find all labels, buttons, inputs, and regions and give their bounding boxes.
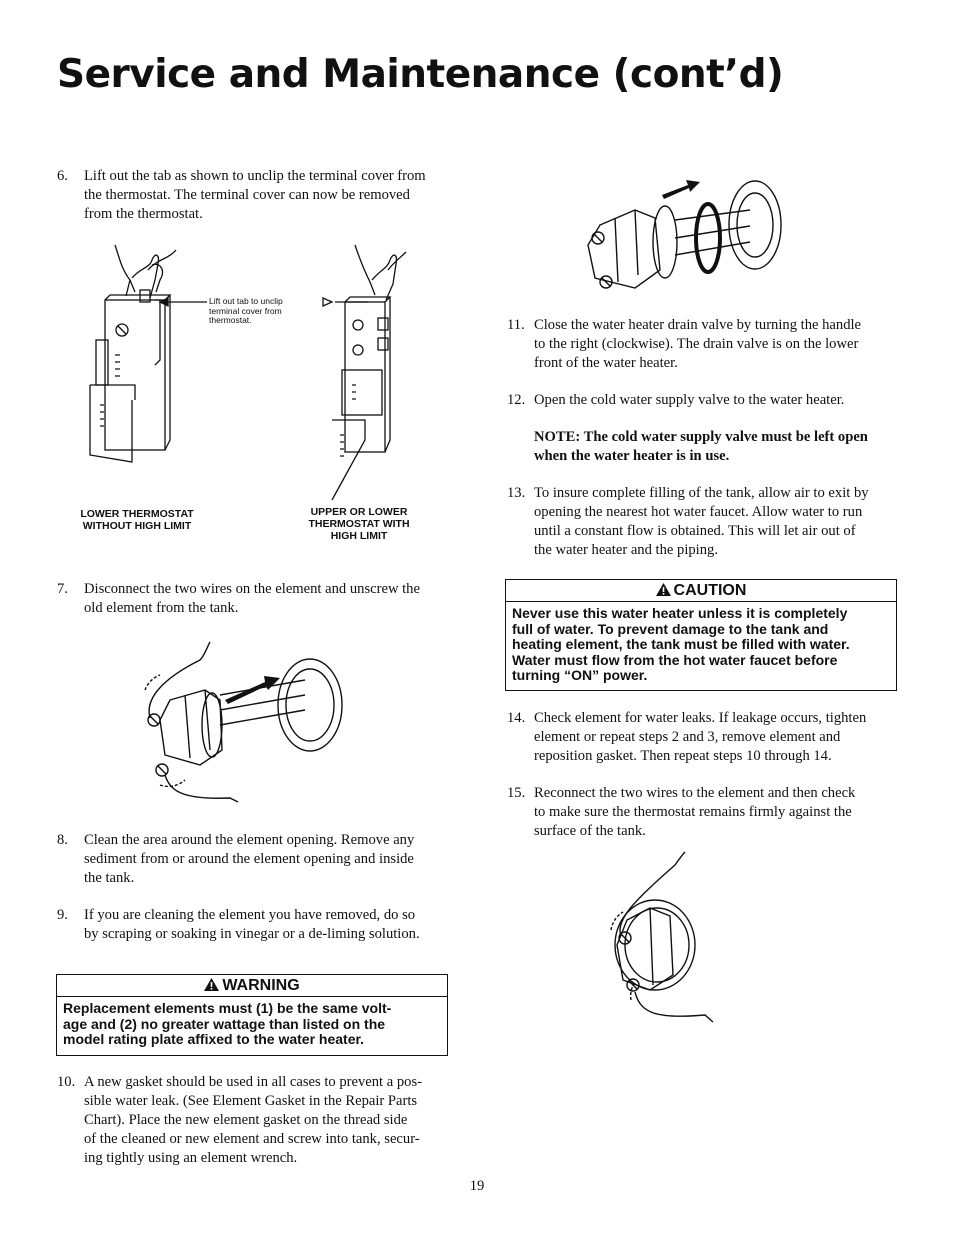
step-line: of the cleaned or new element and screw … [84,1131,420,1147]
step-number: 15. [507,785,526,801]
warning-triangle-icon [204,978,220,991]
step-number: 8. [57,832,68,848]
step-line: sediment from or around the element open… [84,851,414,867]
caution-label: CAUTION [673,582,747,599]
step-line: opening the nearest hot water faucet. Al… [534,504,863,520]
step-number: 7. [57,581,68,597]
step-line: element or repeat steps 2 and 3, remove … [534,729,841,745]
warning-label: WARNING [222,977,300,994]
step-line: ing tightly using an element wrench. [84,1150,298,1166]
step-line: surface of the tank. [534,823,646,839]
warning-header: WARNING [57,975,447,997]
element-removal-illustration [144,641,343,803]
thermostat-callout: Lift out tab to unclip terminal cover fr… [209,296,309,326]
step-number: 12. [507,392,526,408]
step-line: sible water leak. (See Element Gasket in… [84,1093,418,1109]
step-line: Disconnect the two wires on the element … [84,581,420,597]
step-line: Clean the area around the element openin… [84,832,415,848]
caption-lower-thermostat: LOWER THERMOSTAT WITHOUT HIGH LIMIT [62,508,212,532]
step-line: from the thermostat. [84,206,203,222]
caution-line: Never use this water heater unless it is… [512,605,848,621]
note-line: NOTE: The cold water supply valve must b… [534,429,868,445]
step-line: the water heater and the piping. [534,542,718,558]
step-line: reposition gasket. Then repeat steps 10 … [534,748,832,764]
caution-line: Water must flow from the hot water fauce… [512,651,838,668]
step-line: Close the water heater drain valve by tu… [534,317,862,333]
callout-line: Lift out tab to unclip [209,296,283,306]
caption-upper-or-lower-thermostat: UPPER OR LOWER THERMOSTAT WITH HIGH LIMI… [284,506,434,542]
step-line: Open the cold water supply valve to the … [534,392,845,408]
step-line: Chart). Place the new element gasket on … [84,1112,408,1128]
warning-text: Replacement elements must (1) be the sam… [57,997,447,1052]
step-number: 11. [507,317,525,333]
warning-line: age and (2) no greater wattage than list… [63,1015,386,1032]
thermostat-illustration [89,244,407,501]
warning-box: WARNING Replacement elements must (1) be… [56,974,448,1056]
page-number: 19 [469,1178,485,1194]
page-title: Service and Maintenance (cont’d) [57,52,784,97]
caution-line: heating element, the tank must be filled… [512,636,850,652]
caution-line: turning “ON” power. [512,667,648,683]
caption-line: UPPER OR LOWER [310,506,408,518]
warning-line: Replacement elements must (1) be the sam… [63,1000,392,1016]
callout-line: thermostat. [209,315,252,325]
caution-header: CAUTION [506,580,896,602]
step-number: 9. [57,907,68,923]
step-number: 13. [507,485,526,501]
warning-line: model rating plate affixed to the water … [63,1031,365,1047]
caution-box: CAUTION Never use this water heater unle… [505,579,897,691]
step-line: Check element for water leaks. If leakag… [534,710,867,726]
step-line: front of the water heater. [534,355,678,371]
caption-line: LOWER THERMOSTAT [80,508,194,520]
step-line: To insure complete filling of the tank, … [534,485,869,501]
step-number: 6. [57,168,68,184]
warning-triangle-icon [655,583,671,596]
caution-text: Never use this water heater unless it is… [506,602,896,688]
step-line: the thermostat. The terminal cover can n… [84,187,410,203]
callout-line: terminal cover from [209,305,282,316]
step-line: If you are cleaning the element you have… [84,907,416,923]
step-line: to make sure the thermostat remains firm… [534,804,852,820]
element-reconnect-illustration [610,851,714,1023]
caption-line: HIGH LIMIT [330,530,388,542]
note-line: when the water heater is in use. [534,448,730,464]
step-line: Lift out the tab as shown to unclip the … [84,168,426,184]
step-number: 14. [507,710,526,726]
element-gasket-illustration [587,180,782,289]
caption-line: THERMOSTAT WITH [308,518,410,530]
step-line: old element from the tank. [84,600,239,616]
caption-line: WITHOUT HIGH LIMIT [82,520,192,532]
step-line: A new gasket should be used in all cases… [84,1074,423,1090]
step-line: until a constant flow is obtained. This … [534,523,856,539]
step-line: Reconnect the two wires to the element a… [534,785,856,801]
step-line: by scraping or soaking in vinegar or a d… [84,926,420,942]
caution-line: full of water. To prevent damage to the … [512,620,829,637]
step-line: to the right (clockwise). The drain valv… [534,336,859,352]
step-number: 10. [57,1074,76,1090]
step-line: the tank. [84,870,135,886]
